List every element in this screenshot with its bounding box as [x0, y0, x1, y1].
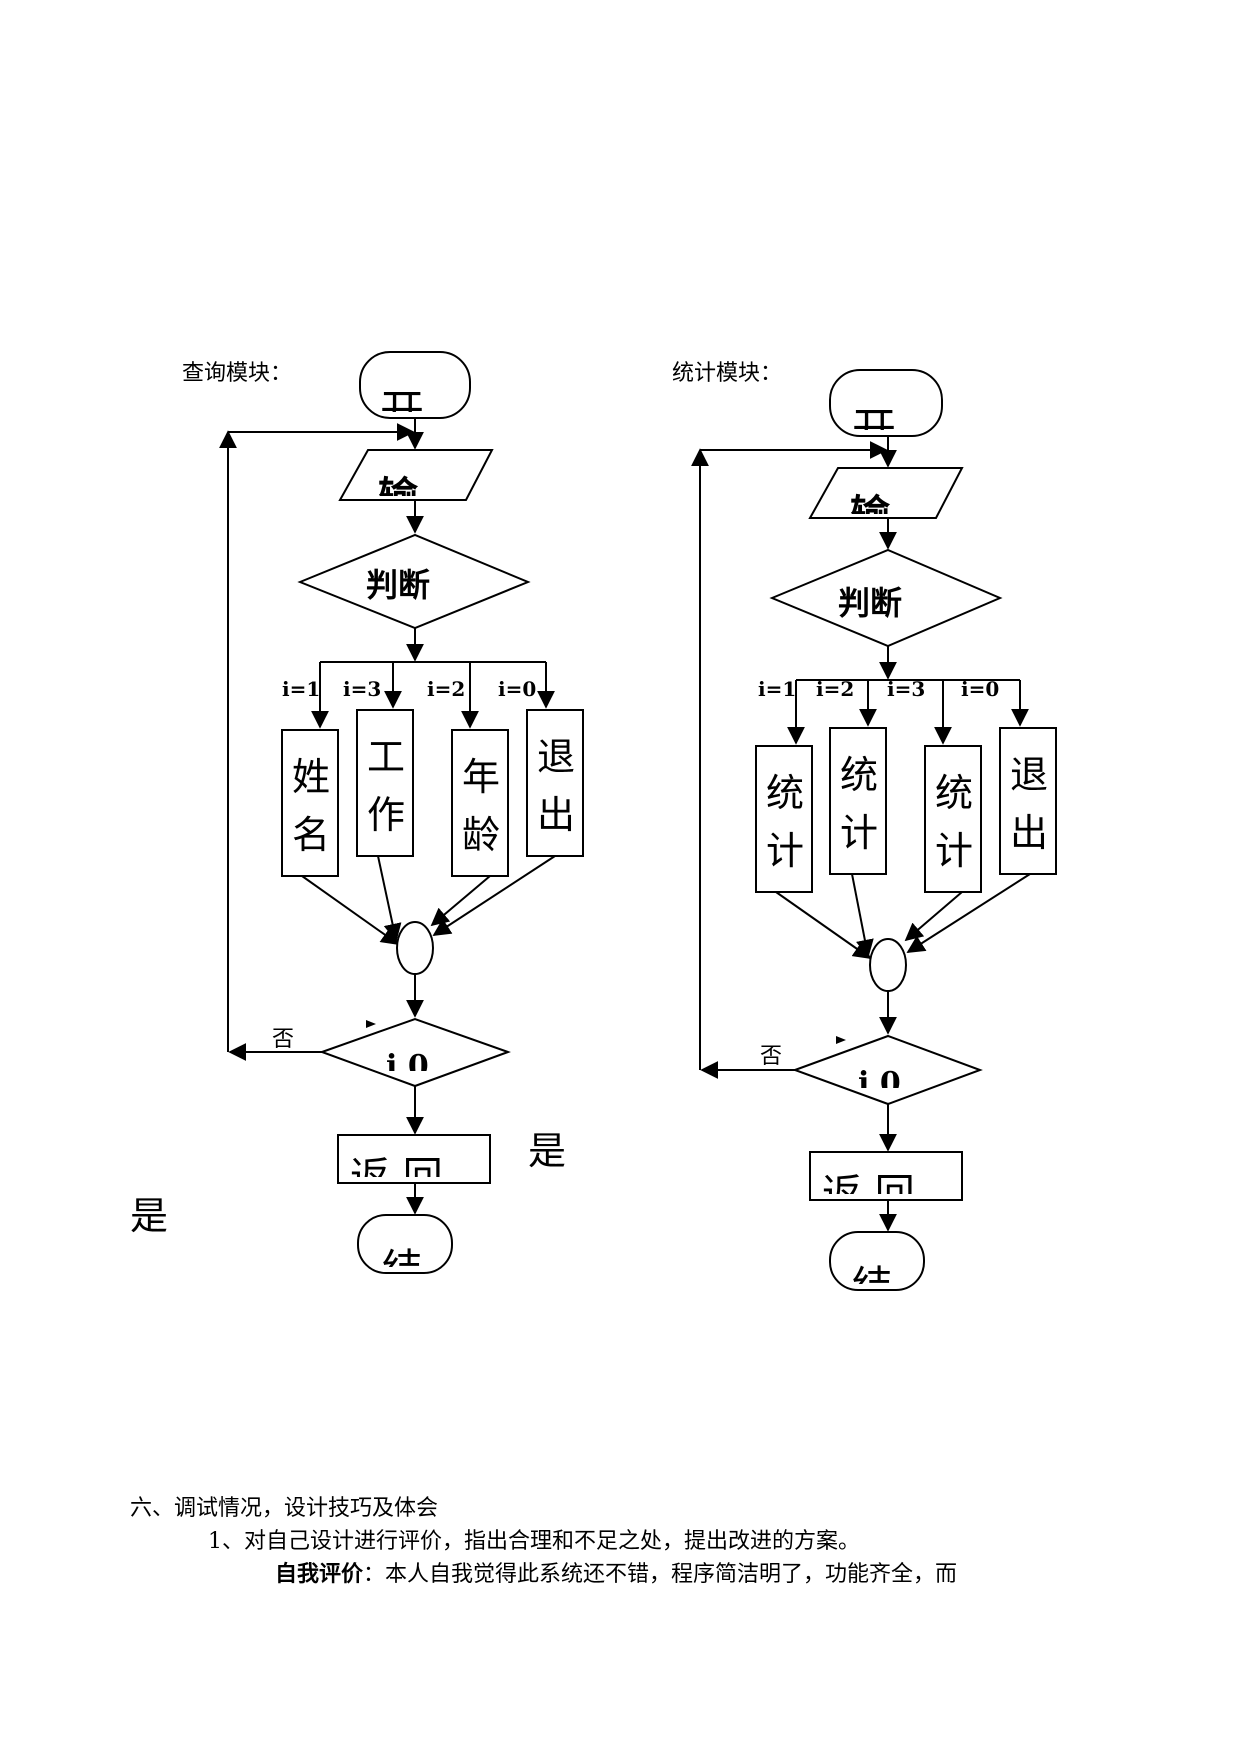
- query-cond-4: i=0: [498, 677, 536, 701]
- stats-return-box: [809, 1151, 963, 1201]
- query-box-job: [356, 709, 414, 857]
- stats-box4-char2: 出: [1010, 811, 1048, 855]
- stats-decision-diamond: [769, 548, 1003, 648]
- query-box-name: [281, 729, 339, 877]
- query-cond-1: i=1: [282, 677, 320, 701]
- section-heading: 六、调试情况，设计技巧及体会: [130, 1496, 439, 1521]
- stats-cond-1: i=1: [758, 677, 796, 701]
- section-item-1: 1、对自己设计进行评价，指出合理和不足之处，提出改进的方案。: [208, 1529, 860, 1554]
- query-box2-char1: 工: [367, 735, 405, 779]
- yes-label-right: 是: [528, 1129, 567, 1173]
- query-decision-text: 判断: [366, 566, 430, 604]
- stats-box2-char2: 计: [840, 811, 878, 855]
- query-input-parallelogram: [338, 449, 494, 501]
- query-box-age: [451, 729, 509, 877]
- stats-start-terminator: [829, 369, 943, 437]
- query-box1-char2: 名: [292, 813, 330, 857]
- query-box3-char2: 龄: [462, 813, 500, 857]
- stats-box1-char2: 计: [766, 829, 804, 873]
- stats-end-text: 结: [852, 1263, 892, 1309]
- query-box4-char2: 出: [537, 793, 575, 837]
- stats-box1-char1: 统: [766, 771, 804, 815]
- query-return-text: 返 回: [350, 1154, 443, 1200]
- query-flowchart: [219, 351, 584, 1274]
- query-box2-char2: 作: [367, 793, 405, 837]
- stats-decision-text: 判断: [838, 584, 902, 622]
- stats-input-text: 输: [850, 491, 891, 538]
- stats-return-text: 返 回: [822, 1171, 915, 1217]
- stats-box3-char1: 统: [935, 771, 973, 815]
- stats-box-exit: [999, 727, 1057, 875]
- stats-start-text: 开: [852, 404, 896, 455]
- yes-label-left: 是: [130, 1194, 169, 1238]
- stats-box-2: [829, 727, 887, 875]
- query-start-text: 开: [380, 386, 424, 437]
- stats-box-1: [755, 745, 813, 893]
- stats-module-title: 统计模块：: [672, 361, 783, 386]
- self-eval-paragraph: 自我评价：本人自我觉得此系统还不错，程序简洁明了，功能齐全，而: [275, 1556, 957, 1588]
- query-box1-char1: 姓: [292, 755, 330, 799]
- stats-cond-2: i=2: [816, 677, 854, 701]
- stats-no-label: 否: [760, 1044, 782, 1069]
- self-eval-text: ：本人自我觉得此系统还不错，程序简洁明了，功能齐全，而: [363, 1562, 958, 1587]
- query-input-text: 输: [378, 473, 419, 520]
- stats-end-terminator: [829, 1231, 925, 1291]
- stats-loop-text: i 0: [858, 1066, 901, 1101]
- stats-box4-char1: 退: [1010, 753, 1048, 797]
- query-no-label: 否: [272, 1027, 294, 1052]
- stats-box2-char1: 统: [840, 753, 878, 797]
- query-end-text: 结: [382, 1246, 422, 1292]
- self-eval-label: 自我评价: [275, 1561, 364, 1587]
- stats-input-parallelogram: [808, 467, 964, 519]
- stats-cond-3: i=3: [887, 677, 925, 701]
- stats-box-3: [924, 745, 982, 893]
- stats-junction: [869, 938, 907, 992]
- query-decision-diamond: [297, 533, 531, 630]
- query-box4-char1: 退: [537, 735, 575, 779]
- query-cond-2: i=3: [343, 677, 381, 701]
- query-box3-char1: 年: [462, 755, 500, 799]
- stats-loop-diamond: [792, 1034, 983, 1106]
- stats-flowchart: [691, 369, 1057, 1291]
- query-loop-diamond: [319, 1017, 511, 1088]
- stats-box3-char2: 计: [935, 829, 973, 873]
- query-junction: [396, 921, 434, 975]
- query-cond-3: i=2: [427, 677, 465, 701]
- stats-cond-4: i=0: [961, 677, 999, 701]
- query-module-title: 查询模块：: [182, 361, 293, 386]
- query-end-terminator: [357, 1214, 453, 1274]
- query-loop-text: i 0: [386, 1049, 429, 1084]
